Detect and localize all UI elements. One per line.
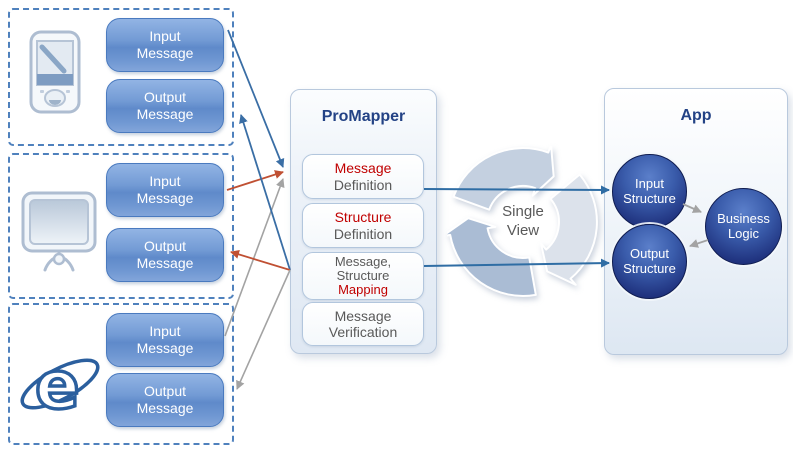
step-message-verification: Message Verification <box>302 302 424 346</box>
step-line: Definition <box>333 225 393 242</box>
step-line: Verification <box>328 324 398 340</box>
arrow-promapper-to-pda-output <box>239 114 291 271</box>
device-group-browser <box>8 303 234 445</box>
step-message-structure-mapping: Message, Structure Mapping <box>302 252 424 300</box>
step-message-definition: Message Definition <box>302 154 424 199</box>
pda-output-message-box: Output Message <box>106 79 224 133</box>
step-line: Mapping <box>338 282 388 298</box>
pda-input-message-box: Input Message <box>106 18 224 72</box>
arrow-desktop-input-to-promapper <box>226 170 284 191</box>
promapper-panel: ProMapper Message Definition Structure D… <box>290 89 437 354</box>
browser-input-message-box: Input Message <box>106 313 224 367</box>
monitor-icon <box>21 191 97 272</box>
browser-output-message-box: Output Message <box>106 373 224 427</box>
arrow-promapper-to-browser-output <box>236 269 291 390</box>
desktop-input-message-box: Input Message <box>106 163 224 217</box>
step-line: Message, <box>334 253 392 269</box>
step-line: Structure <box>334 209 392 226</box>
step-structure-definition: Structure Definition <box>302 203 424 248</box>
output-structure-node: Output Structure <box>612 224 687 299</box>
promapper-title: ProMapper <box>321 108 406 125</box>
app-title: App <box>680 107 712 124</box>
single-view-line2: View <box>506 221 540 239</box>
step-line: Message <box>334 307 392 324</box>
single-view-line1: Single <box>502 203 544 220</box>
svg-text:e: e <box>35 347 80 424</box>
step-line: Message <box>334 160 392 177</box>
business-logic-node: Business Logic <box>705 188 782 265</box>
browser-icon: e <box>20 345 100 424</box>
pda-icon <box>29 30 81 114</box>
cycle-arrows-icon <box>447 146 598 297</box>
desktop-output-message-box: Output Message <box>106 228 224 282</box>
step-line: Structure <box>336 267 390 283</box>
arrow-pda-input-to-promapper <box>227 29 285 168</box>
arrow-promapper-to-desktop-output <box>230 250 291 271</box>
input-structure-node: Input Structure <box>612 154 687 229</box>
step-line: Definition <box>333 176 393 193</box>
single-view-label: Single View <box>485 203 561 241</box>
